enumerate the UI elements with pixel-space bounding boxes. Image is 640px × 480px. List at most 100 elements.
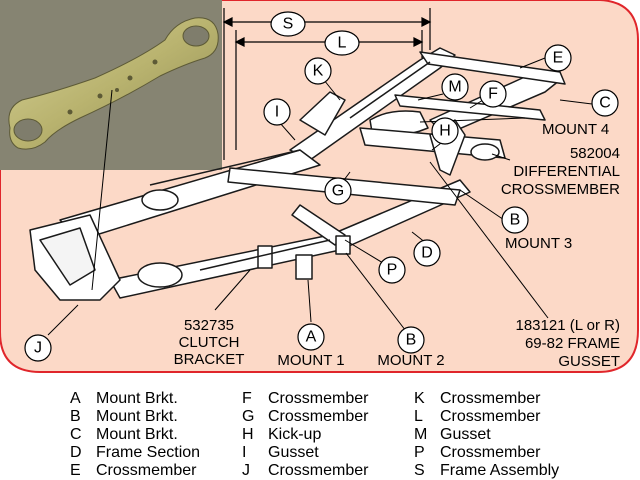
legend-label: Crossmember <box>440 408 541 425</box>
bubble-d: D <box>413 239 441 267</box>
dimension-s <box>222 8 432 160</box>
legend-key: P <box>414 444 425 461</box>
legend-row: C Mount Brkt. <box>70 426 200 444</box>
svg-text:H: H <box>439 123 451 140</box>
bubble-l: L <box>324 30 360 56</box>
leader-lines <box>47 57 593 336</box>
legend-key: A <box>70 390 81 407</box>
legend-key: I <box>242 444 247 461</box>
bubble-a: A <box>297 323 325 351</box>
legend-label: Crossmember <box>96 462 197 479</box>
legend-label: Gusset <box>440 426 491 443</box>
callout-clutch-number: 532735 <box>184 317 234 334</box>
bubble-i: I <box>263 98 291 126</box>
bubble-j: J <box>24 334 52 362</box>
legend-row: E Crossmember <box>70 462 200 480</box>
svg-text:A: A <box>306 329 317 346</box>
svg-text:D: D <box>421 245 433 262</box>
legend-label: Mount Brkt. <box>96 408 178 425</box>
legend-row: S Frame Assembly <box>414 462 559 480</box>
legend-row: P Crossmember <box>414 444 559 462</box>
gusset-photo <box>0 0 222 170</box>
callout-mount-3: MOUNT 3 <box>505 235 572 252</box>
svg-text:B: B <box>406 332 417 349</box>
legend-key: H <box>242 426 254 443</box>
legend-column-2: F Crossmember G Crossmember H Kick-up I Guss… <box>242 390 368 480</box>
callout-gusset-number: 183121 (L or R) <box>515 317 620 334</box>
bubble-k: K <box>304 57 332 85</box>
legend-key: D <box>70 444 82 461</box>
legend-column-3: K Crossmember L Crossmember M Gusset P Cross… <box>414 390 559 480</box>
svg-text:K: K <box>313 63 324 80</box>
legend-row: M Gusset <box>414 426 559 444</box>
svg-text:M: M <box>448 79 461 96</box>
chassis-frame <box>29 47 566 301</box>
legend-key: B <box>70 408 81 425</box>
bubble-e: E <box>544 44 572 72</box>
legend-row: G Crossmember <box>242 408 368 426</box>
legend-row: B Mount Brkt. <box>70 408 200 426</box>
legend-key: F <box>242 390 252 407</box>
bubble-m: M <box>441 73 469 101</box>
legend-label: Crossmember <box>440 390 541 407</box>
bubble-b-right: B <box>501 206 529 234</box>
bubble-h: H <box>431 117 459 145</box>
gusset-part <box>8 17 219 150</box>
legend-label: Mount Brkt. <box>96 390 178 407</box>
legend-key: E <box>70 462 81 479</box>
svg-text:B: B <box>510 212 521 229</box>
svg-text:L: L <box>338 35 347 52</box>
callout-gusset-line2: GUSSET <box>558 353 620 370</box>
mount-1-bracket <box>295 254 313 280</box>
legend-key: C <box>70 426 82 443</box>
kick-up <box>299 91 346 136</box>
parts-legend: A Mount Brkt. B Mount Brkt. C Mount Brkt. D… <box>0 384 640 480</box>
legend-key: L <box>414 408 423 425</box>
callout-diff-line1: DIFFERENTIAL <box>513 163 620 180</box>
bubble-g: G <box>324 177 352 205</box>
callout-mount-1: MOUNT 1 <box>277 352 344 369</box>
svg-text:E: E <box>553 50 564 67</box>
legend-row: F Crossmember <box>242 390 368 408</box>
legend-key: S <box>414 462 425 479</box>
callout-diff-number: 582004 <box>570 145 620 162</box>
legend-label: Crossmember <box>268 408 369 425</box>
legend-row: J Crossmember <box>242 462 368 480</box>
legend-key: K <box>414 390 425 407</box>
legend-column-1: A Mount Brkt. B Mount Brkt. C Mount Brkt. D… <box>70 390 200 480</box>
crossmember-p <box>291 204 346 246</box>
bubble-b-bottom: B <box>397 326 425 354</box>
legend-row: H Kick-up <box>242 426 368 444</box>
callout-gusset-line1: 69-82 FRAME <box>525 335 620 352</box>
svg-text:C: C <box>599 95 611 112</box>
svg-text:J: J <box>34 340 42 357</box>
legend-row: I Gusset <box>242 444 368 462</box>
legend-row: K Crossmember <box>414 390 559 408</box>
callout-clutch-line2: BRACKET <box>174 351 245 368</box>
callout-clutch-line1: CLUTCH <box>179 334 240 351</box>
legend-row: A Mount Brkt. <box>70 390 200 408</box>
svg-text:I: I <box>275 104 279 121</box>
bubble-p: P <box>378 256 406 284</box>
legend-row: L Crossmember <box>414 408 559 426</box>
legend-label: Mount Brkt. <box>96 426 178 443</box>
callout-mount-2: MOUNT 2 <box>377 352 444 369</box>
legend-key: M <box>414 426 428 443</box>
svg-text:P: P <box>387 262 398 279</box>
legend-key: J <box>242 462 250 479</box>
callout-diff-line2: CROSSMEMBER <box>501 181 620 198</box>
legend-label: Frame Assembly <box>440 462 560 479</box>
bubble-s: S <box>270 11 306 37</box>
legend-label: Crossmember <box>268 390 369 407</box>
bubble-c: C <box>591 89 619 117</box>
callout-mount-4: MOUNT 4 <box>542 121 609 138</box>
legend-label: Crossmember <box>268 462 369 479</box>
svg-text:F: F <box>488 86 498 103</box>
legend-label: Kick-up <box>268 426 322 443</box>
legend-label: Gusset <box>268 444 319 461</box>
legend-key: G <box>242 408 255 425</box>
legend-label: Crossmember <box>440 444 541 461</box>
rear-crossmember <box>419 51 566 85</box>
